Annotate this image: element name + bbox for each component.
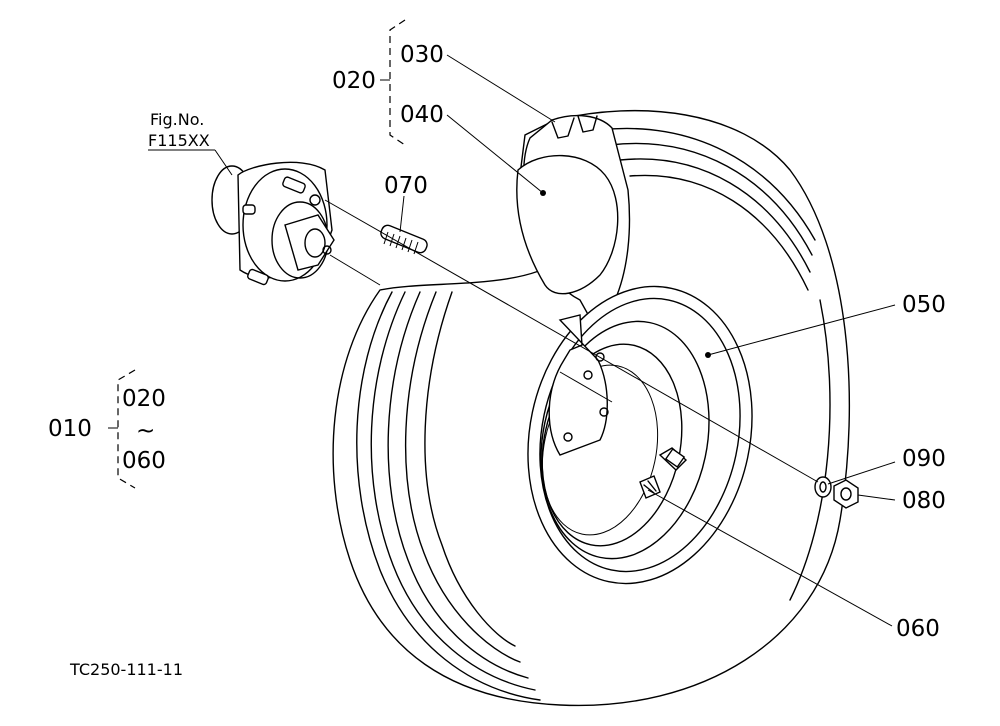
callout-labels: 030 020 040 070 050 090 080 060 010 020 …: [48, 42, 946, 679]
callout-090: 090: [902, 446, 946, 472]
air-valve: [639, 447, 688, 499]
leader-lines: [148, 54, 896, 627]
callout-050: 050: [902, 292, 946, 318]
assembly-lines: [324, 199, 819, 483]
figure-ref-line2: F115XX: [148, 131, 210, 150]
range-mark: ~: [136, 418, 155, 444]
callout-080: 080: [902, 488, 946, 514]
callout-060-range: 060: [122, 448, 166, 474]
callout-020-group: 020: [332, 68, 376, 94]
figure-ref-line1: Fig.No.: [150, 110, 204, 129]
callout-070: 070: [384, 173, 428, 199]
callout-030: 030: [400, 42, 444, 68]
callout-010: 010: [48, 416, 92, 442]
callout-060: 060: [896, 616, 940, 642]
wheel-stud: [380, 224, 428, 255]
callout-040: 040: [400, 102, 444, 128]
drawing-code: TC250-111-11: [69, 660, 183, 679]
wheel-rim: [527, 285, 753, 585]
wheel-nut: [833, 479, 859, 509]
lock-washer: [814, 476, 832, 498]
callout-brackets: [108, 19, 406, 489]
hub-assembly: [211, 161, 335, 286]
callout-020-range: 020: [122, 386, 166, 412]
